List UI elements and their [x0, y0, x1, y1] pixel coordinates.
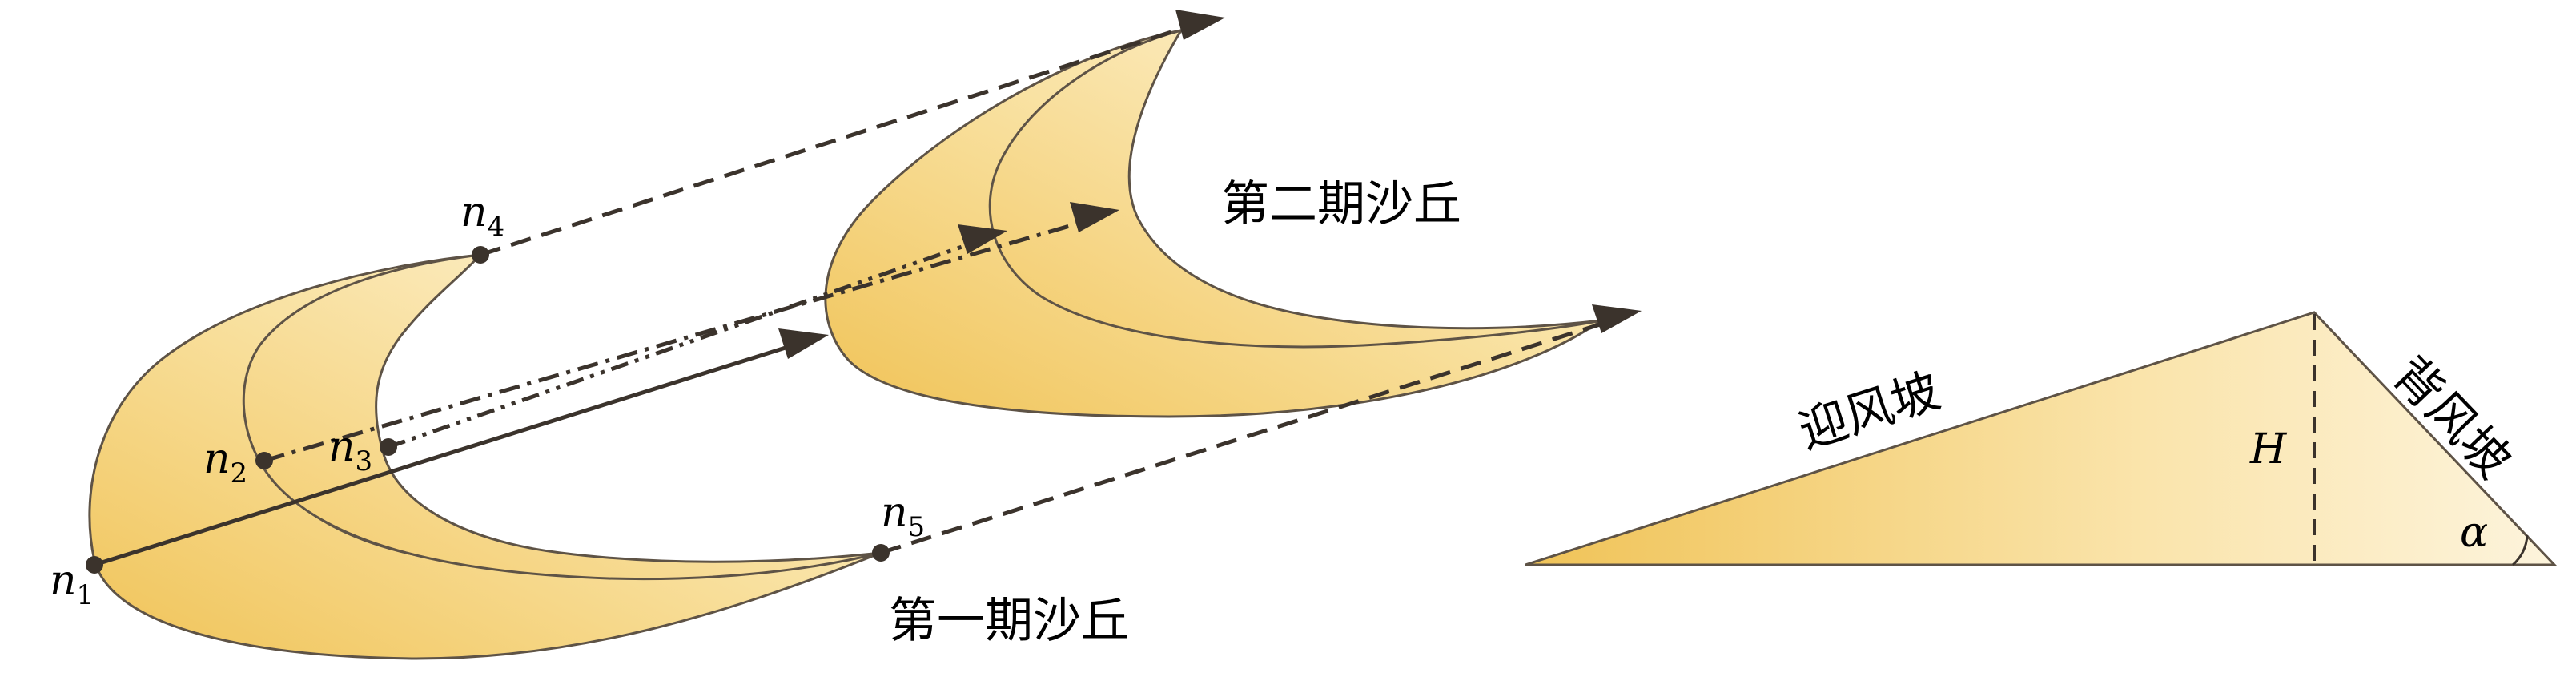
dune-period-2	[824, 29, 1603, 418]
arrowhead-n2	[1070, 202, 1119, 232]
track-n5	[880, 316, 1618, 555]
arrowhead-n5	[1592, 304, 1642, 333]
point-n1	[86, 556, 103, 574]
dune-2-outer-body	[824, 29, 1603, 418]
track-n3	[388, 236, 986, 449]
label-n4: n4	[460, 188, 504, 243]
label-n3: n3	[328, 423, 372, 478]
label-angle: α	[2460, 509, 2488, 557]
arrowhead-n1	[778, 328, 829, 359]
arrowhead-n3	[958, 224, 1007, 254]
dune-period-1	[88, 253, 882, 660]
label-height: H	[2249, 425, 2288, 474]
angle-arc	[2511, 534, 2529, 566]
cross-section-triangle	[1525, 311, 2558, 566]
label-n1: n1	[50, 557, 94, 611]
label-n5: n5	[881, 489, 925, 543]
migration-tracks	[94, 10, 1642, 567]
point-markers	[86, 246, 890, 574]
label-period-2: 第二期沙丘	[1221, 176, 1461, 232]
point-n5	[872, 544, 890, 562]
dune-1-inner-crest	[242, 253, 882, 581]
dune-cross-section: H α 迎风坡 背风坡	[1525, 311, 2558, 566]
dune-2-inner-crest	[988, 29, 1603, 349]
label-period-1: 第一期沙丘	[889, 593, 1129, 649]
point-n4	[472, 246, 489, 264]
arrowhead-n4	[1175, 10, 1225, 40]
label-n2: n2	[203, 435, 247, 490]
point-n2	[255, 452, 273, 469]
track-n1	[94, 341, 802, 567]
point-n3	[380, 438, 397, 456]
point-labels: n1 n2 n3 n4 n5	[50, 188, 925, 611]
